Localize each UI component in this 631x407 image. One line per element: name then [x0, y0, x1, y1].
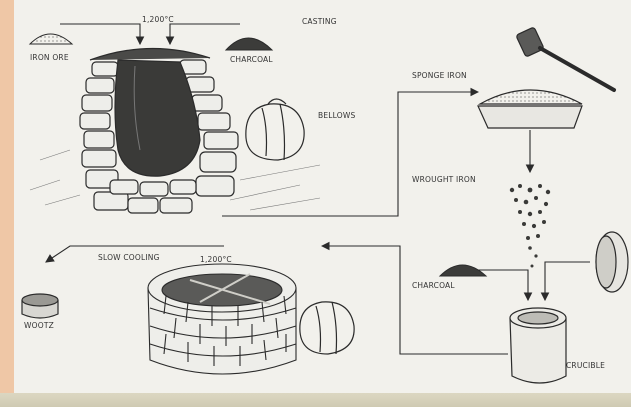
clay-disc	[596, 232, 628, 292]
charcoal-pile-top	[226, 38, 272, 50]
label-bellows: BELLOWS	[318, 111, 355, 120]
label-sponge-iron: SPONGE IRON	[412, 71, 467, 80]
bellows-top	[246, 99, 304, 160]
charcoal-pile-bottom	[440, 265, 486, 276]
cooling-furnace	[148, 264, 296, 374]
label-iron-ore: IRON ORE	[30, 53, 69, 62]
label-temp-top: 1,200°C	[142, 15, 174, 24]
iron-ore-pile	[30, 34, 72, 44]
sponge-iron-tray	[478, 90, 582, 128]
crucible-vessel	[510, 308, 566, 383]
label-temp-bottom: 1,200°C	[200, 255, 232, 264]
wootz-ingot	[22, 294, 58, 318]
label-wootz: WOOTZ	[24, 321, 54, 330]
label-slow-cooling: SLOW COOLING	[98, 253, 160, 262]
bellows-bottom	[300, 302, 354, 354]
feed-arrows	[60, 24, 240, 44]
smelting-furnace	[80, 48, 238, 213]
hammer-icon	[516, 27, 614, 90]
label-charcoal-top: CHARCOAL	[230, 55, 273, 64]
label-casting: CASTING	[302, 17, 337, 26]
label-crucible: CRUCIBLE	[566, 361, 605, 370]
label-wrought-iron: WROUGHT IRON	[412, 175, 476, 184]
wrought-iron-granules	[510, 184, 550, 268]
label-charcoal-bottom: CHARCOAL	[412, 281, 455, 290]
